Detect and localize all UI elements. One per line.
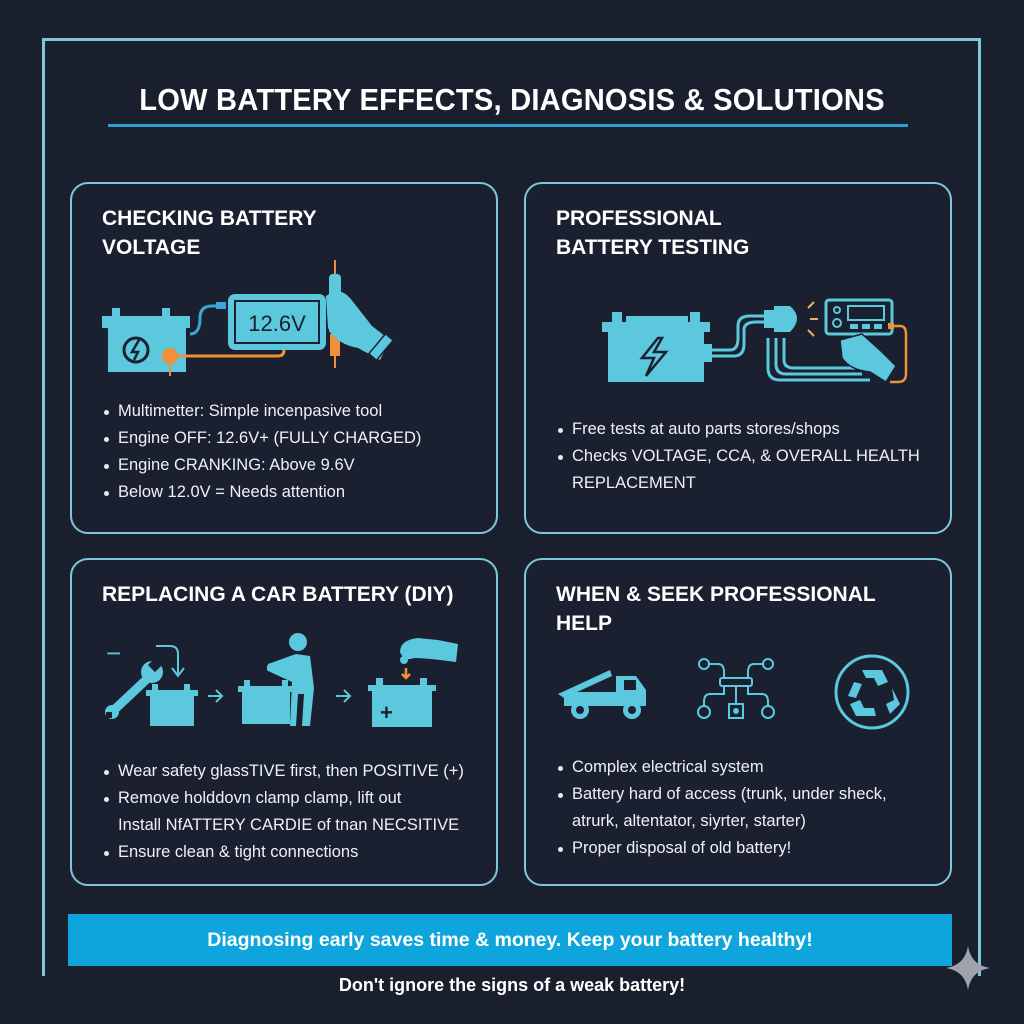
list-item: Wear safety glassTIVE first, then POSITI… (102, 758, 464, 785)
bullet-list: Multimetter: Simple incenpasive tool Eng… (102, 398, 421, 506)
list-item: Battery hard of access (trunk, under she… (556, 781, 887, 808)
banner-text: Diagnosing early saves time & money. Kee… (207, 928, 813, 951)
list-item: Ensure clean & tight connections (102, 839, 464, 866)
panel-checking-voltage: CHECKING BATTERY VOLTAGE 12.6V (70, 182, 498, 534)
list-item: Checks VOLTAGE, CCA, & OVERALL HEALTH (556, 443, 920, 470)
hand-icon (839, 333, 897, 384)
list-item: Proper disposal of old battery! (556, 835, 887, 862)
panel-title-line: BATTERY TESTING (556, 236, 750, 259)
panel-replacing-battery: REPLACING A CAR BATTERY (DIY) − (70, 558, 498, 886)
list-item: Remove holddovn clamp clamp, lift out (102, 785, 464, 812)
list-item: Engine OFF: 12.6V+ (FULLY CHARGED) (102, 425, 421, 452)
probe-hand-icon (326, 260, 395, 368)
battery-icon (102, 308, 190, 372)
panel-title-line: REPLACING A CAR BATTERY (DIY) (102, 583, 454, 606)
panel-title-line: CHECKING BATTERY (102, 207, 317, 230)
panel-title-line: PROFESSIONAL (556, 207, 722, 230)
bullet-list: Wear safety glassTIVE first, then POSITI… (102, 758, 464, 866)
multimeter-icon: 12.6V (228, 294, 326, 350)
panel-title-line: HELP (556, 612, 613, 635)
tip-banner: Diagnosing early saves time & money. Kee… (68, 914, 952, 966)
sparkle-icon (946, 946, 990, 990)
arrow-right-icon (336, 689, 352, 703)
panel-professional-testing: PROFESSIONAL BATTERY TESTING (524, 182, 952, 534)
meter-reading: 12.6V (248, 311, 306, 336)
hand-install-battery-icon: + (368, 638, 458, 727)
panel-title: WHEN & SEEK PROFESSIONAL HELP (556, 580, 936, 638)
circuit-icon (697, 658, 775, 719)
battery-icon (146, 684, 198, 726)
arrow-right-icon (208, 689, 224, 703)
tester-device-icon (824, 298, 894, 336)
panel-title-line: VOLTAGE (102, 236, 201, 259)
list-item-continuation: Install NfATTERY CARDIE of tnan NECSITIV… (118, 816, 460, 834)
panel-title: REPLACING A CAR BATTERY (DIY) (102, 580, 482, 609)
battery-icon (602, 312, 712, 382)
professional-test-illustration (602, 298, 908, 384)
list-item: Free tests at auto parts stores/shops (556, 416, 920, 443)
list-item-continuation: REPLACEMENT (572, 474, 696, 492)
recycle-icon (834, 654, 910, 730)
person-lifting-battery-icon (238, 633, 314, 726)
list-item: Multimetter: Simple incenpasive tool (102, 398, 421, 425)
plus-symbol: + (380, 700, 393, 725)
panel-title: CHECKING BATTERY VOLTAGE (102, 204, 482, 262)
voltage-check-illustration: 12.6V (102, 260, 395, 376)
wrench-negative-icon (105, 657, 163, 719)
outer-frame (42, 38, 981, 976)
tow-truck-icon (558, 670, 646, 719)
panel-title-line: WHEN & SEEK PROFESSIONAL (556, 583, 876, 606)
minus-symbol: − (106, 638, 121, 668)
title-underline (108, 124, 908, 127)
replacement-steps-illustration: − (105, 633, 458, 727)
list-item: Below 12.0V = Needs attention (102, 479, 421, 506)
bullet-list: Free tests at auto parts stores/shops Ch… (556, 416, 920, 497)
list-item: Complex electrical system (556, 754, 887, 781)
list-item-continuation: atrurk, altentator, siyrter, starter) (572, 812, 806, 830)
bullet-list: Complex electrical system Battery hard o… (556, 754, 887, 862)
footer-text: Don't ignore the signs of a weak battery… (338, 975, 686, 995)
list-item: Engine CRANKING: Above 9.6V (102, 452, 421, 479)
tester-clamp-icon (764, 301, 818, 337)
panel-seek-professional-help: WHEN & SEEK PROFESSIONAL HELP (524, 558, 952, 886)
page-title: LOW BATTERY EFFECTS, DIAGNOSIS & SOLUTIO… (139, 82, 885, 117)
professional-help-illustration (558, 654, 910, 730)
panel-title: PROFESSIONAL BATTERY TESTING (556, 204, 936, 262)
